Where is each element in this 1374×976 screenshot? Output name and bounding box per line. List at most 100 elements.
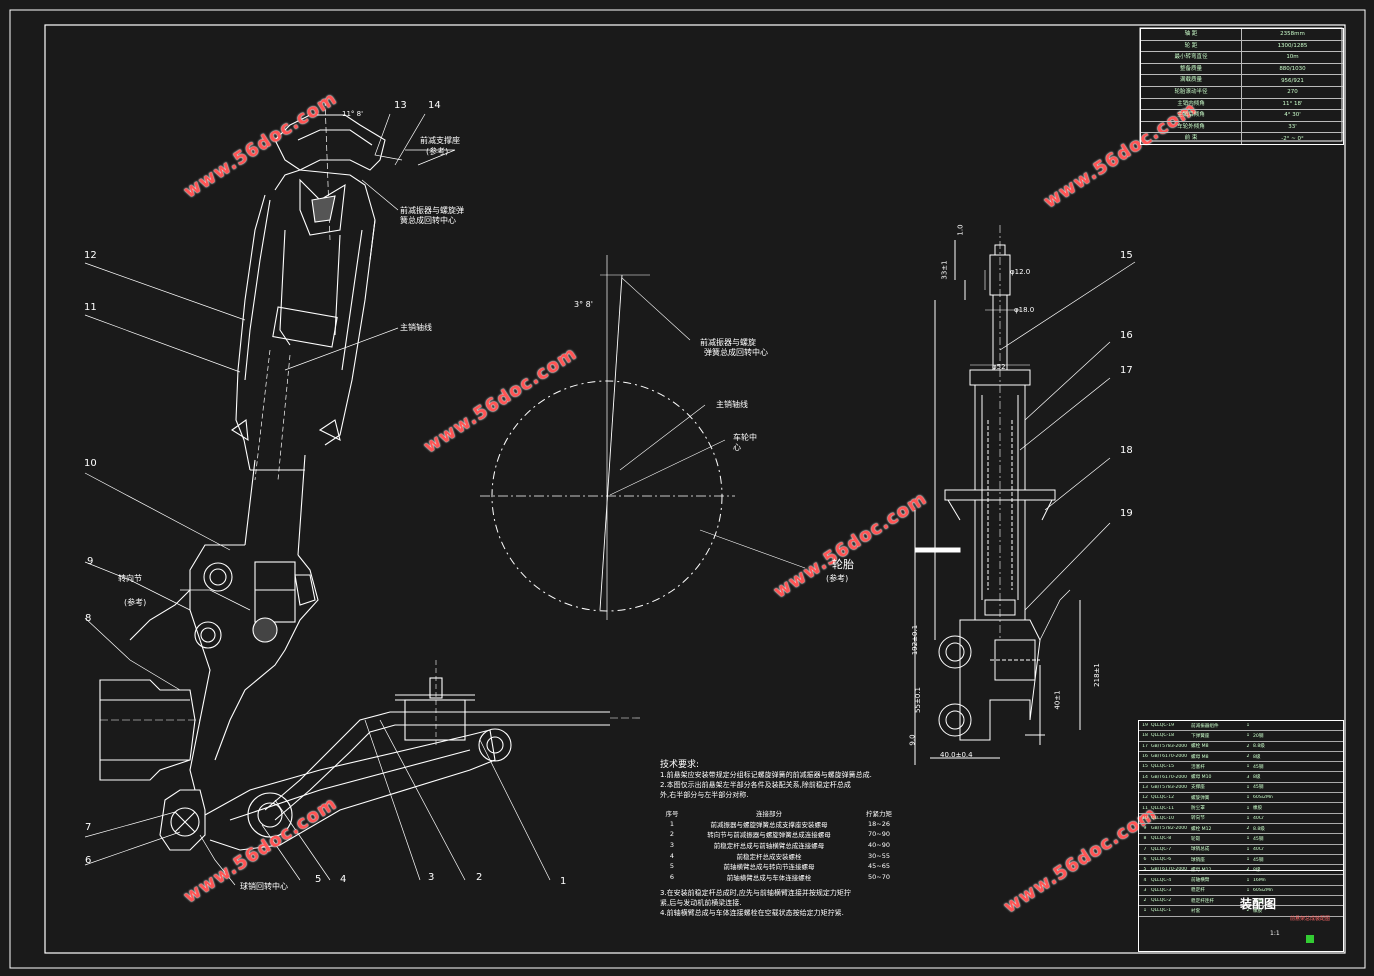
label-wheel-center-2: 心 [733,443,741,452]
tech-line: 紧,后与发动机前横梁连接. [660,899,742,907]
dim: 1.0 [956,224,965,236]
label-tire: 轮胎 [832,558,854,571]
label-shock-center: 前减振器与螺旋弹 [400,206,464,215]
left-assembly [84,99,640,886]
part-number: 1 [560,876,567,887]
label-mid-shock: 前减振器与螺旋 [700,338,756,347]
tech-line: 1.前悬架应安装带规定分组标记螺旋弹簧的前减振器与螺旋弹簧总成. [660,771,872,779]
part-number: 8 [85,613,92,624]
inner-border [44,24,1346,954]
torque-header: 序号 连接部分 拧紧力矩 [665,810,893,819]
tech-title: 技术要求: [660,760,700,770]
part-number: 18 [1120,445,1133,456]
label-angle: 3° 8' [574,300,593,309]
dim: 33±1 [940,260,949,280]
middle-geometry [480,255,806,620]
part-number: 17 [1120,365,1133,376]
tech-requirements-more: 3.在安装前稳定杆总成时,应先与前轴横臂连接并按规定力矩拧 紧,后与发动机前横梁… [660,888,920,918]
label-ref: (参考) [426,147,449,156]
tech-line: 4.前轴横臂总成与车体连接螺栓在空载状态按给定力矩拧紧. [660,909,844,917]
outer-border [9,9,1366,969]
part-number: 9 [87,556,94,567]
dim: φ52 [992,363,1006,371]
part-number: 16 [1120,330,1133,341]
part-number: 6 [85,855,92,866]
label-mid-shock-2: 弹簧总成回转中心 [704,348,768,357]
status-marker [1306,935,1314,943]
label-mid-kingpin: 主销轴线 [716,400,748,409]
dim: 40.0±0.4 [940,751,973,759]
tech-requirements: 技术要求: 1.前悬架应安装带规定分组标记螺旋弹簧的前减振器与螺旋弹簧总成. 2… [660,760,920,800]
dim: 9.0 [908,734,917,746]
label-ref: (参考) [124,598,147,607]
drawing-title: 装配图 [1240,897,1277,911]
label-angle-top: 11° 8' [342,110,364,118]
label-shock-center-2: 簧总成回转中心 [400,216,456,225]
label-ball-center: 球销回转中心 [240,882,288,891]
part-number: 2 [476,872,483,883]
tech-line: 2.本图仅示出前悬架左半部分各件及装配关系,除前稳定杆总成 [660,781,851,789]
title-block [1138,870,1344,952]
dim: 192±0.1 [911,624,920,656]
dim: 40±1 [1053,690,1062,710]
drawing-scale: 1:1 [1270,930,1280,937]
part-number: 12 [84,250,97,261]
part-number: 11 [84,302,97,313]
label-kingpin: 主销轴线 [400,323,432,332]
label-strut-support: 前减支撑座 [420,136,460,145]
part-number: 5 [315,874,322,885]
label-wheel-center: 车轮中 [733,433,757,442]
dim: φ12.0 [1010,268,1031,276]
right-strut [914,225,1136,765]
dim: 218±1 [1092,663,1101,687]
tech-line: 3.在安装前稳定杆总成时,应先与前轴横臂连接并按规定力矩拧 [660,889,851,897]
part-number: 7 [85,822,92,833]
table-row: 前 束-2° ~ 0° [1141,133,1343,144]
drawing-name: 前悬架总成装配图 [1290,916,1331,922]
part-number: 3 [428,872,435,883]
label-knuckle: 转向节 [118,574,142,583]
label-tire-ref: (参考) [826,574,849,583]
part-number: 13 [394,100,407,111]
tech-line: 外,右半部分与左半部分对称. [660,791,749,799]
part-number: 15 [1120,250,1133,261]
part-number: 10 [84,458,97,469]
dim: 55±0.1 [913,687,922,713]
